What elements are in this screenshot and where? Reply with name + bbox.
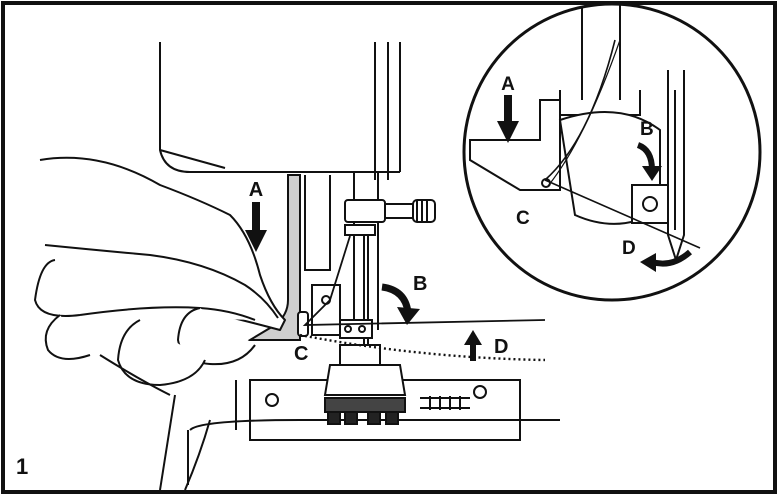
inset-arrow-a-down: [497, 95, 519, 143]
sewing-machine-head: [159, 42, 436, 356]
arrow-a-down: [245, 202, 267, 252]
label-d: D: [494, 336, 508, 358]
presser-foot: [323, 344, 407, 425]
inset-arrow-d-curved: [640, 249, 692, 272]
inset-arrow-b-curved: [636, 142, 662, 181]
hand-holding-thread: [34, 156, 286, 491]
figure-number: 1: [16, 454, 28, 479]
inset-label-b: B: [640, 119, 654, 140]
upper-thread: [299, 235, 546, 362]
inset-label-c: C: [516, 208, 530, 229]
detail-inset: A B C D: [462, 2, 762, 302]
inset-label-a: A: [501, 74, 515, 95]
arrow-b-curved: [381, 283, 420, 325]
inset-label-d: D: [622, 238, 636, 259]
label-c: C: [294, 343, 308, 365]
needle-plate: [187, 379, 560, 485]
label-a: A: [249, 179, 263, 201]
arrow-d-up: [464, 330, 482, 361]
label-b: B: [413, 273, 427, 295]
